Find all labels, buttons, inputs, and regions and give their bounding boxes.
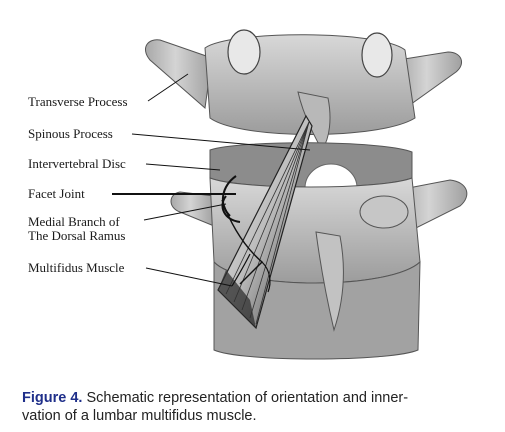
medial-branch-nerve — [221, 199, 271, 293]
label-medial-branch-line1: Medial Branch of — [28, 214, 120, 229]
label-spinous-process: Spinous Process — [28, 126, 113, 141]
figure-number: Figure 4. — [22, 390, 83, 406]
caption-text-line2: vation of a lumbar multifidus muscle. — [22, 408, 257, 424]
leader-lines — [112, 73, 311, 287]
caption-text-line1: Schematic representation of orientation … — [82, 390, 409, 406]
figure-caption: Figure 4. Schematic representation of or… — [22, 389, 492, 425]
label-medial-branch-line2: The Dorsal Ramus — [28, 228, 126, 243]
label-intervertebral-disc: Intervertebral Disc — [28, 156, 126, 171]
lower-vertebra — [170, 177, 468, 360]
label-facet-joint: Facet Joint — [28, 186, 85, 201]
label-transverse-process: Transverse Process — [28, 94, 128, 109]
upper-vertebra — [145, 29, 463, 151]
multifidus-muscle — [217, 114, 313, 330]
label-multifidus-muscle: Multifidus Muscle — [28, 260, 125, 275]
lumbar-vertebrae-illustration — [112, 29, 468, 360]
